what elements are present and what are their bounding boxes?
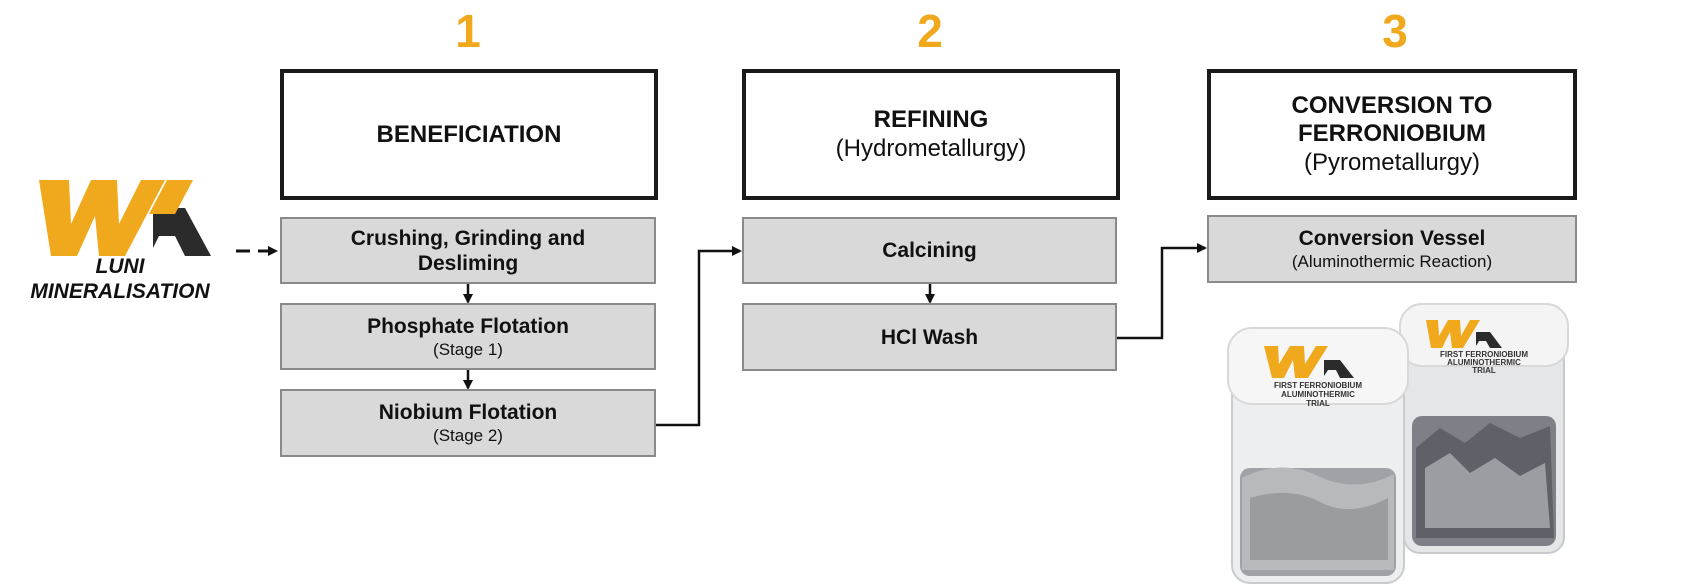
step-label: Calcining xyxy=(882,239,977,262)
step-crushing-grinding-desliming: Crushing, Grinding and Desliming xyxy=(280,217,656,284)
arrow-niobium-to-calcining xyxy=(656,246,742,427)
source-node: LUNI MINERALISATION xyxy=(10,178,230,308)
sample-jar-left: FIRST FERRONIOBIUM ALUMINOTHERMIC TRIAL xyxy=(1227,327,1409,584)
stage-header-beneficiation: BENEFICIATION xyxy=(280,69,658,200)
step-sublabel: (Stage 1) xyxy=(433,339,503,359)
jar-left-label-line2: ALUMINOTHERMIC xyxy=(1281,390,1355,399)
stage-subtitle: (Hydrometallurgy) xyxy=(835,134,1027,162)
step-label: Niobium Flotation xyxy=(378,401,558,424)
sample-jar-right: FIRST FERRONIOBIUM ALUMINOTHERMIC TRIAL xyxy=(1399,303,1569,554)
step-calcining: Calcining xyxy=(742,217,1117,284)
step-sublabel: (Aluminothermic Reaction) xyxy=(1291,252,1493,271)
step-hcl-wash: HCl Wash xyxy=(742,303,1117,371)
arrow-hcl-to-conversion xyxy=(1117,243,1207,340)
jar-right-label-line1: FIRST FERRONIOBIUM xyxy=(1440,350,1528,359)
stage-title: REFINING xyxy=(873,105,989,133)
stage-title-line1: CONVERSION TO xyxy=(1291,91,1493,119)
step-sublabel: (Stage 2) xyxy=(433,426,503,445)
step-label-line2: Desliming xyxy=(417,251,519,275)
step-label: Phosphate Flotation xyxy=(367,314,569,338)
step-label-line1: Crushing, Grinding and xyxy=(350,226,586,250)
stage-title-line2: FERRONIOBIUM xyxy=(1298,119,1486,147)
step-label: Conversion Vessel xyxy=(1298,227,1486,250)
wa-logo-icon xyxy=(39,180,211,256)
stage-title: BENEFICIATION xyxy=(376,120,562,148)
stage-number-1: 1 xyxy=(455,5,481,57)
stage-header-refining: REFINING (Hydrometallurgy) xyxy=(742,69,1120,200)
step-phosphate-flotation: Phosphate Flotation (Stage 1) xyxy=(280,303,656,370)
step-niobium-flotation: Niobium Flotation (Stage 2) xyxy=(280,389,656,457)
jar-left-label-line3: TRIAL xyxy=(1306,399,1330,408)
source-label-line2: MINERALISATION xyxy=(30,280,210,303)
stage-header-conversion: CONVERSION TO FERRONIOBIUM (Pyrometallur… xyxy=(1207,69,1577,200)
jar-right-label-line3: TRIAL xyxy=(1472,366,1496,375)
ferroniobium-sample-jars: FIRST FERRONIOBIUM ALUMINOTHERMIC TRIAL … xyxy=(1227,303,1569,584)
source-label-line1: LUNI xyxy=(95,255,145,278)
step-label: HCl Wash xyxy=(880,325,979,349)
stage-number-2: 2 xyxy=(917,5,943,57)
stage-subtitle: (Pyrometallurgy) xyxy=(1303,148,1481,176)
jar-left-label-line1: FIRST FERRONIOBIUM xyxy=(1274,381,1362,390)
jar-right-label-line2: ALUMINOTHERMIC xyxy=(1447,358,1521,367)
stage-number-3: 3 xyxy=(1382,5,1408,57)
step-conversion-vessel: Conversion Vessel (Aluminothermic Reacti… xyxy=(1207,215,1577,283)
